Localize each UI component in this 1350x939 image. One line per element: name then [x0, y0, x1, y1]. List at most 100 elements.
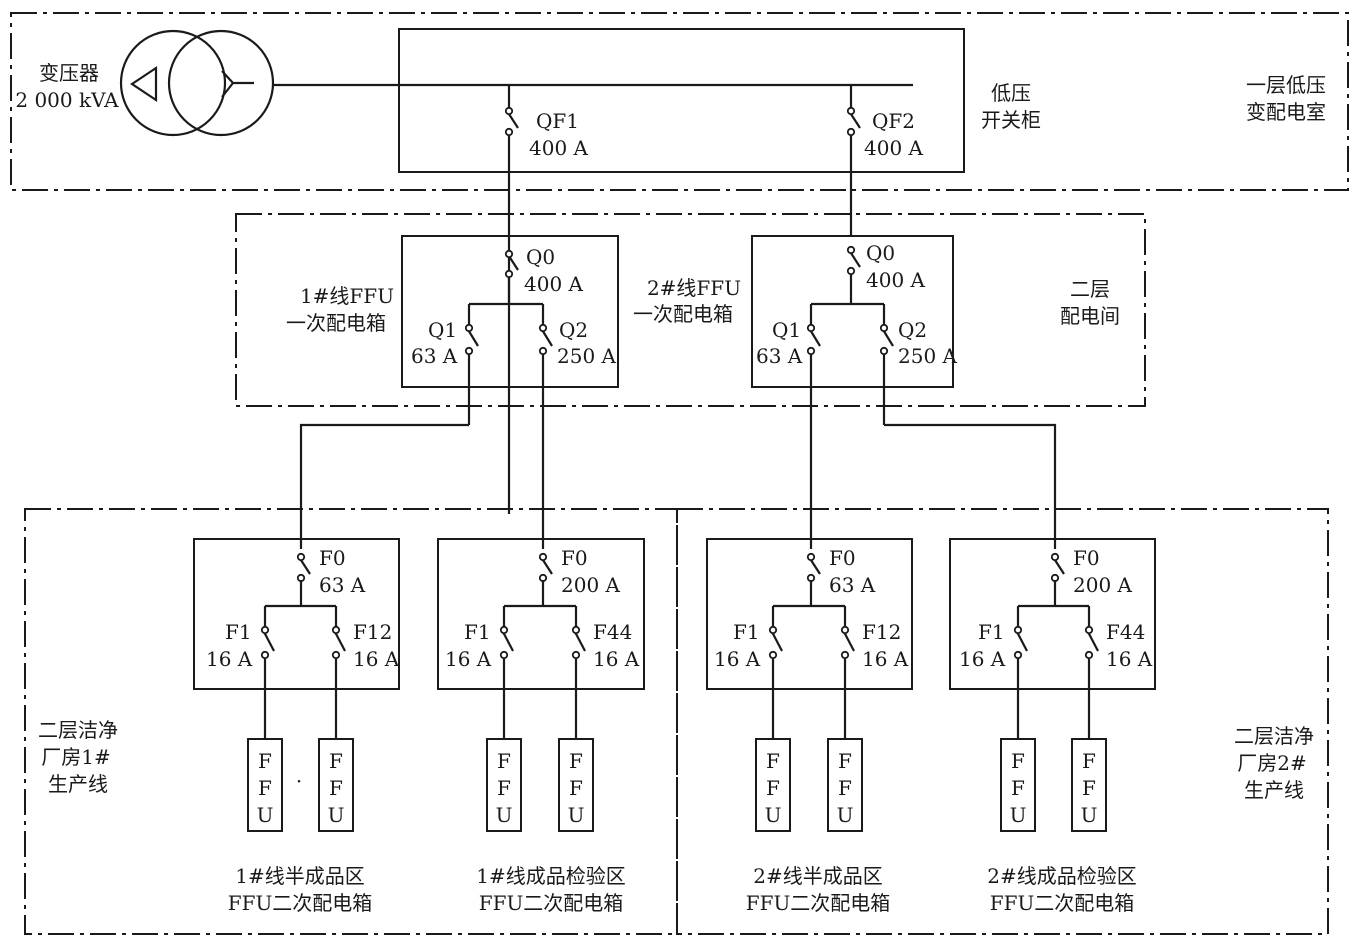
ffu-letter: U [765, 803, 782, 827]
primary-box2-q2-rating: 250 A [898, 344, 958, 368]
breaker-qf1 [504, 85, 519, 514]
ffu-letter: F [258, 776, 272, 800]
primary-box1-q2-rating: 250 A [557, 344, 617, 368]
qf1-name: QF1 [536, 109, 579, 133]
secondary-box-label-line2: FFU二次配电箱 [990, 891, 1135, 915]
primary-box1-label-line2: 一次配电箱 [286, 311, 386, 335]
feeder-cables [299, 423, 1057, 549]
lv-cabinet-label-line2: 开关柜 [981, 108, 1041, 132]
ffu-unit: FFU [755, 738, 791, 832]
qf2-rating: 400 A [864, 136, 924, 160]
primary-box2-switches [806, 245, 894, 549]
primary-box1-q0-rating: 400 A [524, 272, 584, 296]
zone-clean2-label-line3: 生产线 [1244, 778, 1304, 802]
ffu-letter: F [1011, 776, 1025, 800]
zone-floor2-distribution-room [235, 213, 1146, 407]
ffu-letter: U [837, 803, 854, 827]
ffu-letter: F [569, 776, 583, 800]
primary-box1-switches [464, 249, 553, 549]
last-branch-rating: 16 A [1106, 647, 1153, 671]
first-branch-rating: 16 A [206, 647, 253, 671]
primary-box2-q0-name: Q0 [866, 241, 895, 265]
zone-floor1-lv-room [10, 12, 1349, 191]
ffu-letter: U [1081, 803, 1098, 827]
primary-box1-label-line1: 1#线FFU [300, 284, 394, 308]
ffu-letter: F [838, 749, 852, 773]
ffu-unit: FFU [1071, 738, 1107, 832]
primary-box1-q1-name: Q1 [428, 318, 457, 342]
last-branch-rating: 16 A [593, 647, 640, 671]
ffu-unit: FFU [827, 738, 863, 832]
ffu-letter: F [497, 749, 511, 773]
f0-name: F0 [1073, 546, 1100, 570]
f0-rating: 63 A [829, 573, 876, 597]
qf1-rating: 400 A [529, 136, 589, 160]
secondary-box-label-line1: 1#线成品检验区 [476, 864, 625, 888]
secondary-box-frame [193, 538, 400, 690]
ffu-letter: F [329, 749, 343, 773]
ffu-unit: FFU [558, 738, 594, 832]
transformer-secondary-winding [167, 29, 275, 137]
last-branch-name: F12 [862, 620, 901, 644]
f0-rating: 200 A [1073, 573, 1133, 597]
primary-box2-label-line2: 一次配电箱 [633, 302, 733, 326]
secondary-box-label-line2: FFU二次配电箱 [479, 891, 624, 915]
f0-rating: 63 A [319, 573, 366, 597]
ffu-unit: FFU [247, 738, 283, 832]
ffu-letter: F [258, 749, 272, 773]
secondary-box-label-line1: 1#线半成品区 [235, 864, 364, 888]
secondary-box-frame [437, 538, 645, 690]
ffu-letter: F [1082, 776, 1096, 800]
ffu-letter: F [766, 749, 780, 773]
f0-name: F0 [829, 546, 856, 570]
ffu-letter: U [1010, 803, 1027, 827]
zone-floor2-label-line2: 配电间 [1060, 304, 1120, 328]
last-branch-name: F12 [353, 620, 392, 644]
ffu-letter: U [568, 803, 585, 827]
secondary-box-label-line2: FFU二次配电箱 [746, 891, 891, 915]
ffu-letter: U [257, 803, 274, 827]
primary-box2-q0-rating: 400 A [866, 268, 926, 292]
primary-box1-q2-name: Q2 [559, 318, 588, 342]
zone-clean2-label-line2: 厂房2# [1237, 751, 1306, 775]
ffu-letter: U [328, 803, 345, 827]
ffu-letter: F [329, 776, 343, 800]
primary-box-line2 [751, 235, 954, 388]
last-branch-name: F44 [593, 620, 632, 644]
last-branch-rating: 16 A [862, 647, 909, 671]
zone-floor2-label-line1: 二层 [1070, 277, 1110, 301]
delta-symbol-icon [130, 65, 158, 103]
primary-box2-q1-name: Q1 [772, 318, 801, 342]
first-branch-name: F1 [464, 620, 491, 644]
zone-clean1-label-line1: 二层洁净 [38, 718, 118, 742]
primary-box2-q2-name: Q2 [898, 318, 927, 342]
first-branch-name: F1 [978, 620, 1005, 644]
transformer-rating: 2 000 kVA [15, 88, 119, 112]
first-branch-name: F1 [733, 620, 760, 644]
breaker-qf2 [846, 85, 861, 237]
zone-clean2-label-line1: 二层洁净 [1234, 724, 1314, 748]
primary-box-line1 [401, 235, 619, 388]
lv-cabinet-label-line1: 低压 [991, 81, 1031, 105]
f0-name: F0 [319, 546, 346, 570]
last-branch-rating: 16 A [353, 647, 400, 671]
zone-clean1-label-line3: 生产线 [48, 772, 108, 796]
zone-boundaries [10, 12, 1349, 935]
primary-box2-label-line1: 2#线FFU [647, 276, 741, 300]
ffu-letter: F [497, 776, 511, 800]
first-branch-rating: 16 A [445, 647, 492, 671]
ffu-letter: U [496, 803, 513, 827]
first-branch-rating: 16 A [959, 647, 1006, 671]
primary-box1-q0-name: Q0 [526, 245, 555, 269]
ffu-letter: F [838, 776, 852, 800]
ffu-unit: FFU [486, 738, 522, 832]
f0-rating: 200 A [561, 573, 621, 597]
ffu-letter: F [569, 749, 583, 773]
zone-clean1-label-line2: 厂房1# [41, 745, 110, 769]
zone-floor1-label-line2: 变配电室 [1246, 100, 1326, 124]
lv-switchgear-box [398, 28, 965, 173]
first-branch-rating: 16 A [714, 647, 761, 671]
